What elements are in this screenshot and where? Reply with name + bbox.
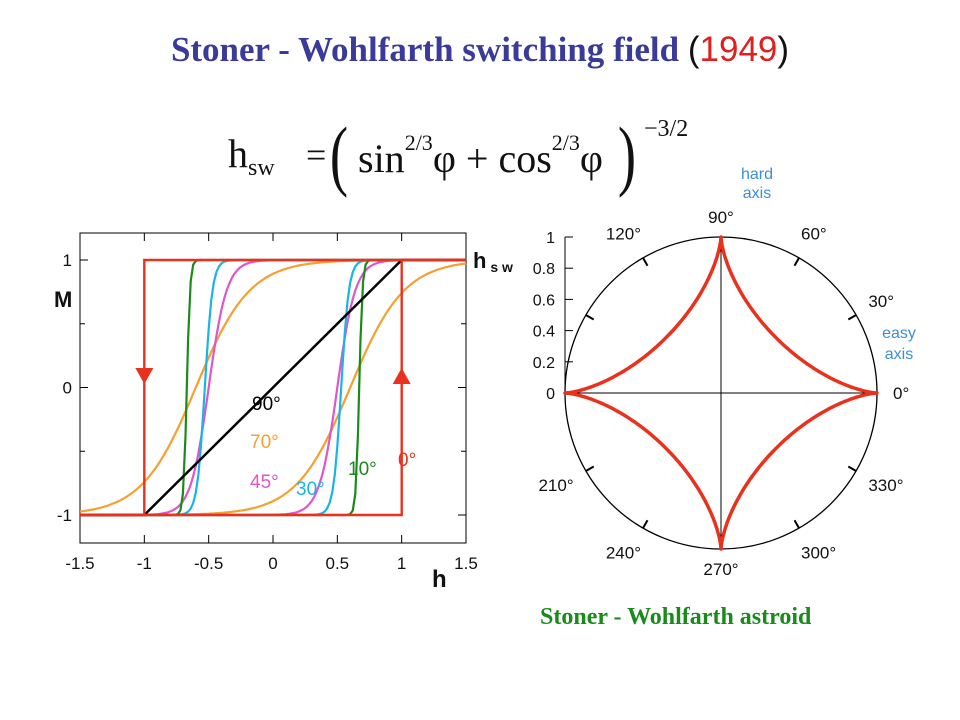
radial-tick-label: 0.2 [533, 355, 555, 372]
loop-30-descending [80, 258, 466, 517]
angle-label-90: 90° [708, 208, 734, 227]
easy-axis-label-line2: axis [885, 346, 913, 363]
formula-body: sin2/3φ + cos2/3φ [358, 130, 603, 181]
x-tick-label: 0 [268, 554, 277, 573]
hard-axis-label-line2: axis [743, 185, 771, 202]
y-tick-label: 1 [63, 251, 72, 270]
hsw-annotation: h s w [473, 248, 513, 275]
loop-10-ascending [80, 258, 466, 517]
ascending-arrow [392, 368, 411, 384]
series-label-0: 0° [398, 450, 416, 471]
astroid-caption: Stoner - Wohlfarth astroid [540, 604, 812, 630]
angle-tick [793, 257, 800, 267]
x-tick-label: 0.5 [326, 554, 350, 573]
radial-tick-label: 0 [546, 386, 555, 403]
title-close-paren: ) [777, 30, 790, 69]
x-axis-label: h [432, 566, 447, 593]
angle-label-210: 210° [538, 476, 573, 495]
radial-tick-label: 1 [546, 230, 555, 247]
y-axis-label: M [54, 287, 72, 312]
loop-30-ascending [80, 258, 466, 517]
astroid-curve [563, 235, 879, 551]
title-open-paren: ( [687, 30, 700, 69]
switching-field-formula: hsw = ( sin2/3φ + cos2/3φ ) −3/2 [228, 111, 698, 198]
slide-title: Stoner - Wohlfarth switching field (1949… [0, 30, 960, 70]
formula-paren-close: ) [617, 111, 637, 198]
series-label-30: 30° [296, 479, 325, 500]
angle-label-0: 0° [893, 384, 909, 403]
loop-70-descending [79, 258, 466, 513]
title-year: 1949 [699, 30, 778, 69]
polar-circle [564, 236, 878, 550]
series-label-10: 10° [348, 459, 377, 480]
loop-70-ascending [80, 262, 467, 517]
angle-label-300: 300° [801, 543, 836, 562]
plot-frame [79, 232, 467, 544]
formula-lhs: hsw [228, 131, 275, 181]
angle-label-330: 330° [868, 476, 903, 495]
easy-axis-label-line1: easy [882, 325, 916, 342]
formula-equals: = [306, 135, 327, 175]
angle-label-120: 120° [606, 225, 641, 244]
angle-label-270: 270° [703, 560, 738, 579]
angle-label-30: 30° [868, 292, 894, 311]
angle-tick [642, 257, 649, 267]
x-tick-label: -1 [137, 554, 152, 573]
loop-0-ascending [80, 258, 466, 517]
descending-arrow [135, 368, 154, 384]
series-label-70: 70° [250, 432, 279, 453]
angle-tick [847, 465, 857, 472]
loop-45-descending [80, 258, 466, 517]
loop-0-descending [80, 258, 466, 517]
title-main: Stoner - Wohlfarth switching field [170, 30, 688, 69]
x-tick-label: -1.5 [65, 554, 94, 573]
angle-label-240: 240° [606, 543, 641, 562]
radial-tick-label: 0.6 [533, 292, 555, 309]
radial-tick-label: 0.4 [533, 324, 555, 341]
radial-tick-label: 0.8 [533, 261, 555, 278]
angle-tick [642, 519, 649, 529]
x-tick-label: -0.5 [194, 554, 223, 573]
angle-tick [585, 465, 595, 472]
loop-45-ascending [80, 258, 466, 517]
x-tick-label: 1 [397, 554, 406, 573]
angle-tick [585, 314, 595, 321]
formula-outer-exponent: −3/2 [644, 116, 689, 142]
series-label-45: 45° [250, 472, 279, 493]
y-tick-label: -1 [57, 506, 72, 525]
series-label-90: 90° [252, 394, 281, 415]
angle-tick [847, 314, 857, 321]
formula-paren-open: ( [329, 111, 349, 198]
y-tick-label: 0 [63, 379, 72, 398]
hard-axis-label-line1: hard [741, 166, 773, 183]
angle-label-60: 60° [801, 225, 827, 244]
loop-90-line [80, 258, 466, 517]
loop-10-descending [80, 258, 466, 517]
angle-tick [793, 519, 800, 529]
x-tick-label: 1.5 [454, 554, 478, 573]
